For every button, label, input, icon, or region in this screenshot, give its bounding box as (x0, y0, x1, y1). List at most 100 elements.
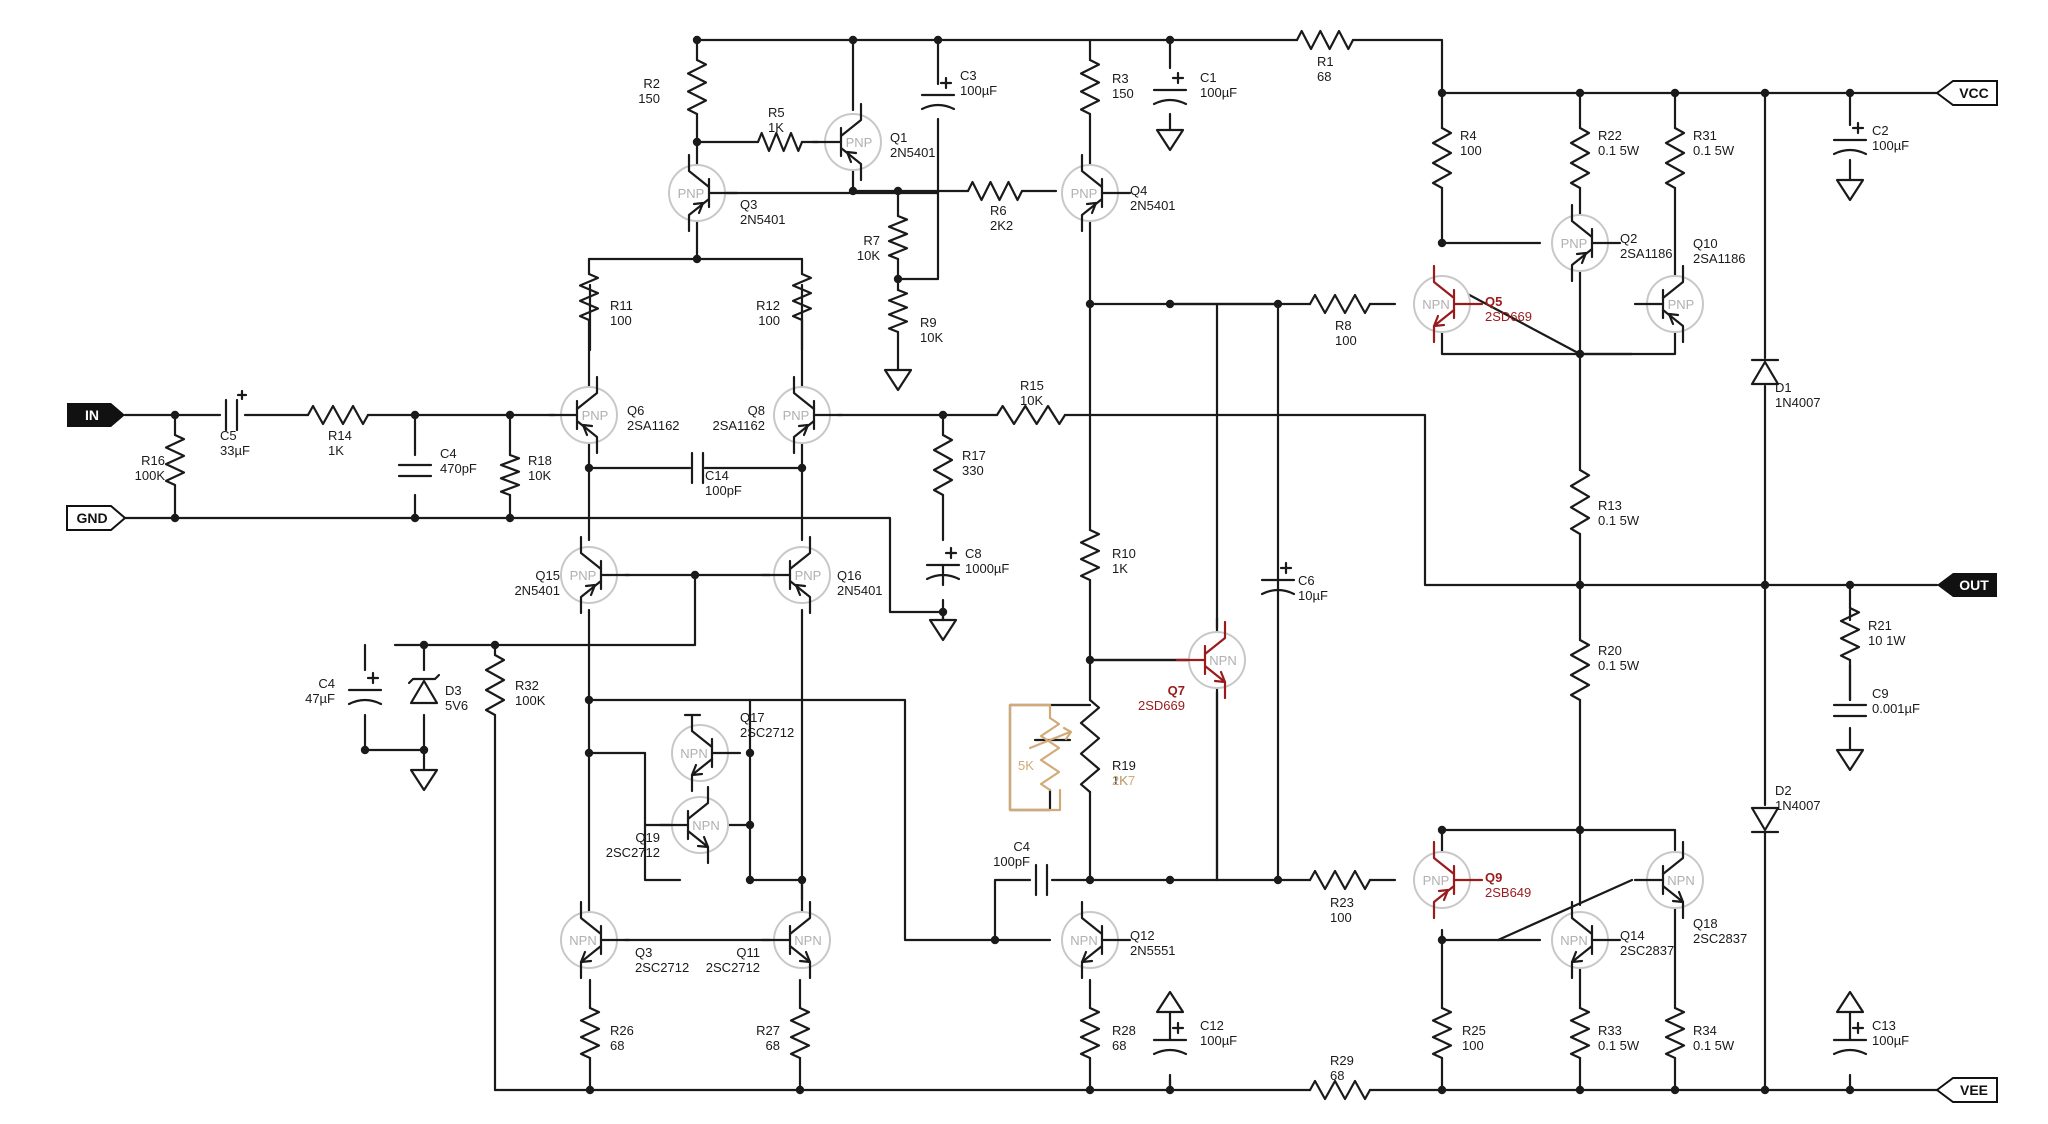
r29-name: R29 (1330, 1053, 1354, 1068)
junction-dot (1165, 35, 1175, 45)
q4-name: Q4 (1130, 183, 1147, 198)
resistor-symbol (966, 180, 1024, 202)
junction-dot (690, 570, 700, 580)
transistor-arrow (1570, 950, 1584, 964)
resistor-symbol (499, 453, 521, 497)
r17-value: 330 (962, 463, 984, 478)
vcc-label: VCC (1959, 85, 1989, 101)
c4a-name: C4 (440, 446, 457, 461)
transistor-type-label: PNP (678, 186, 705, 201)
q7-value: 2SD669 (1138, 698, 1185, 713)
q7-name: Q7 (1168, 683, 1185, 698)
resistor-symbol (1308, 1079, 1372, 1101)
transistor-arrow (1667, 312, 1680, 326)
r10-value: 1K (1112, 561, 1128, 576)
transistor-type-label: NPN (1070, 933, 1097, 948)
junction-dot (1437, 238, 1447, 248)
transistor-collector (788, 900, 812, 936)
r32-value: 100K (515, 693, 546, 708)
transistor-collector (839, 102, 863, 138)
resistor-symbol (932, 433, 954, 497)
transistor-arrow (690, 763, 704, 777)
resistor-symbol (1664, 126, 1686, 190)
transistor-collector (1080, 900, 1104, 936)
transistor-collector (579, 900, 603, 936)
r16-value: 100K (135, 468, 166, 483)
junction-dot (1437, 935, 1447, 945)
junction-dot (1575, 825, 1585, 835)
resistor-symbol (1308, 869, 1372, 891)
junction-dot (1845, 580, 1855, 590)
transistor-type-label: PNP (570, 568, 597, 583)
q6-name: Q6 (627, 403, 644, 418)
resistor-symbol (756, 131, 804, 153)
c3-value: 100µF (960, 83, 997, 98)
capacitor-plate (925, 573, 961, 581)
wire (1351, 38, 1444, 95)
capacitor-plate (347, 698, 383, 706)
c9-value: 0.001µF (1872, 701, 1920, 716)
resistor-symbol (1569, 126, 1591, 190)
q6-value: 2SA1162 (627, 418, 680, 433)
c4b-value: 47µF (305, 691, 335, 706)
resistor-symbol (887, 214, 909, 261)
c13-name: C13 (1872, 1018, 1896, 1033)
r21-value: 10 1W (1868, 633, 1906, 648)
resistor-symbol (306, 404, 370, 426)
junction-dot (585, 1085, 595, 1095)
ground-icon (1835, 178, 1865, 202)
transistor-type-label: PNP (582, 408, 609, 423)
gnd-port (66, 505, 127, 531)
transistor-type-label: NPN (569, 933, 596, 948)
c1-name: C1 (1200, 70, 1217, 85)
transistor-arrow (845, 150, 858, 164)
wire (993, 878, 1032, 942)
junction-dot (419, 745, 429, 755)
d1-name: D1 (1775, 380, 1792, 395)
r2-name: R2 (643, 76, 660, 91)
pot-5k-label: 5K (1018, 758, 1034, 773)
junction-dot (848, 35, 858, 45)
junction-dot (893, 186, 903, 196)
junction-dot (1760, 1085, 1770, 1095)
junction-dot (505, 410, 515, 420)
transistor-arrow (1213, 670, 1227, 684)
r14-name: R14 (328, 428, 352, 443)
in-label: IN (85, 407, 99, 423)
resistor-symbol (1569, 1006, 1591, 1060)
q1-value: 2N5401 (890, 145, 936, 160)
q2-value: 2SA1186 (1620, 246, 1673, 261)
resistor-symbol (164, 433, 186, 487)
junction-dot (1273, 875, 1283, 885)
junction-dot (893, 274, 903, 284)
q11-value: 2SC2712 (706, 960, 760, 975)
junction-dot (1085, 1085, 1095, 1095)
resistor-symbol (1295, 29, 1355, 51)
c5-name: C5 (220, 428, 237, 443)
r8-value: 100 (1335, 333, 1357, 348)
plus-sign (1851, 121, 1865, 135)
ground-icon (1835, 748, 1865, 772)
q15-value: 2N5401 (514, 583, 560, 598)
junction-dot (1165, 299, 1175, 309)
d1-value: 1N4007 (1775, 395, 1821, 410)
r34-name: R34 (1693, 1023, 1717, 1038)
q19-name: Q19 (635, 830, 660, 845)
transistor-type-label: PNP (795, 568, 822, 583)
transistor-arrow (798, 950, 812, 964)
r1-value: 68 (1317, 69, 1331, 84)
q17-value: 2SC2712 (740, 725, 794, 740)
r34-value: 0.1 5W (1693, 1038, 1735, 1053)
junction-dot (990, 935, 1000, 945)
resistor-symbol (887, 288, 909, 334)
junction-dot (1760, 88, 1770, 98)
junction-dot (1760, 580, 1770, 590)
plus-sign (1279, 561, 1293, 575)
junction-dot (1085, 875, 1095, 885)
junction-dot (1165, 875, 1175, 885)
junction-dot (505, 513, 515, 523)
q10-name: Q10 (1693, 236, 1718, 251)
transistor-collector (1661, 264, 1685, 300)
junction-dot (1085, 299, 1095, 309)
q14-value: 2SC2837 (1620, 943, 1674, 958)
